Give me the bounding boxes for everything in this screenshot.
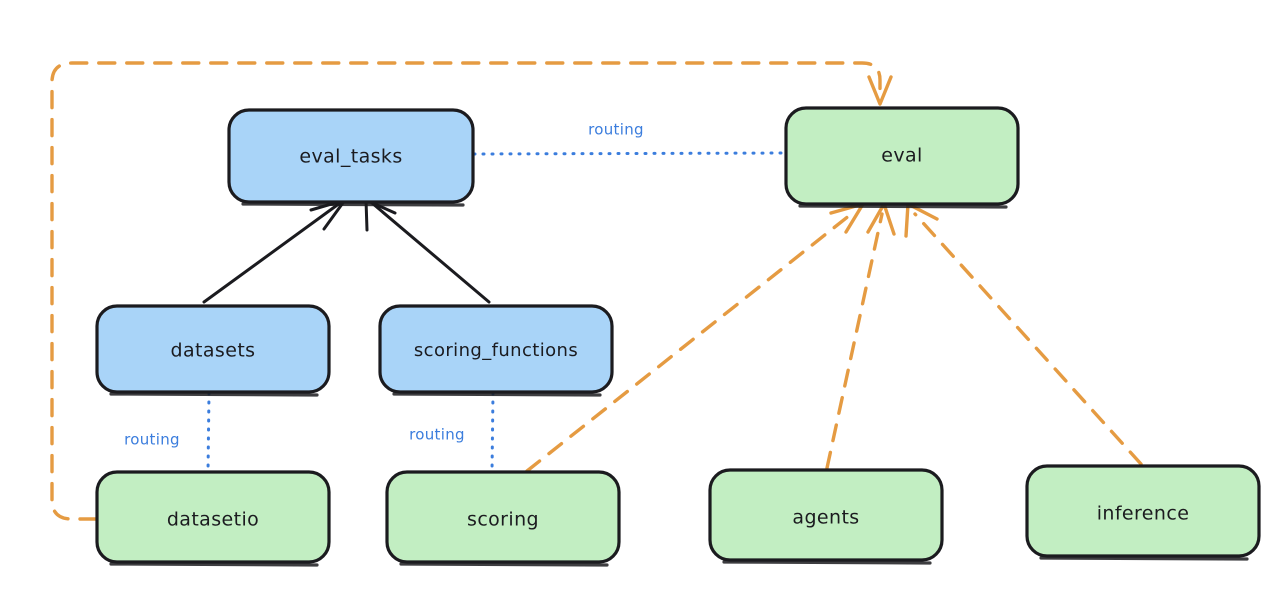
node-eval-tasks[interactable]: eval_tasks bbox=[227, 108, 475, 207]
node-scoring-functions-box[interactable] bbox=[378, 304, 614, 394]
node-agents-shadow bbox=[722, 560, 932, 565]
node-agents[interactable]: agents bbox=[708, 468, 944, 565]
node-eval-tasks-box[interactable] bbox=[227, 108, 475, 204]
edge-datasetio-eval-line bbox=[50, 61, 882, 521]
node-datasetio-box[interactable] bbox=[95, 470, 331, 564]
node-eval-label: eval bbox=[881, 145, 922, 167]
node-eval-tasks-shadow bbox=[241, 202, 465, 207]
edge-datasetio-eval-arrowhead bbox=[867, 75, 893, 106]
node-inference-box[interactable] bbox=[1025, 464, 1261, 558]
node-inference[interactable]: inference bbox=[1025, 464, 1261, 561]
node-scoring-label: scoring bbox=[467, 509, 539, 531]
node-agents-box[interactable] bbox=[708, 468, 944, 562]
node-agents-label: agents bbox=[792, 507, 859, 529]
node-eval-box[interactable] bbox=[784, 106, 1020, 206]
edge-label-routing-eval-tasks: routing bbox=[588, 121, 644, 139]
edge-scoring-functions-eval-tasks bbox=[364, 198, 491, 304]
node-inference-shadow bbox=[1039, 556, 1249, 561]
edge-datasets-datasetio-line bbox=[206, 391, 211, 474]
node-datasets-box[interactable] bbox=[95, 304, 331, 394]
node-datasetio-shadow bbox=[109, 562, 319, 567]
edge-scoring-functions-eval-tasks-line bbox=[370, 201, 491, 304]
edge-datasets-datasetio: routing bbox=[124, 391, 211, 474]
edge-scoring-functions-scoring: routing bbox=[409, 391, 495, 474]
node-scoring-functions-shadow bbox=[392, 392, 602, 397]
edge-agents-eval-line bbox=[825, 212, 884, 470]
edge-eval-tasks-eval-line bbox=[472, 151, 788, 156]
node-datasets-shadow bbox=[109, 392, 319, 397]
edge-inference-eval bbox=[904, 202, 1143, 466]
edge-scoring-eval-line bbox=[525, 213, 852, 473]
edge-scoring-functions-scoring-line bbox=[490, 391, 495, 474]
node-datasetio[interactable]: datasetio bbox=[95, 470, 331, 567]
node-eval-tasks-label: eval_tasks bbox=[299, 146, 402, 168]
node-scoring[interactable]: scoring bbox=[385, 470, 621, 567]
edge-agents-eval bbox=[825, 202, 896, 470]
edge-datasetio-eval bbox=[50, 61, 893, 521]
node-datasets[interactable]: datasets bbox=[95, 304, 331, 397]
node-scoring-functions-label: scoring_functions bbox=[414, 340, 578, 361]
node-scoring-functions[interactable]: scoring_functions bbox=[378, 304, 614, 397]
node-scoring-box[interactable] bbox=[385, 470, 621, 564]
edge-label-routing-datasets: routing bbox=[124, 431, 180, 449]
node-eval-shadow bbox=[798, 204, 1008, 209]
node-datasets-label: datasets bbox=[171, 340, 256, 362]
edge-datasets-eval-tasks bbox=[202, 198, 347, 304]
node-eval[interactable]: eval bbox=[784, 106, 1020, 209]
node-datasetio-label: datasetio bbox=[167, 509, 259, 531]
edge-eval-tasks-eval: routing bbox=[472, 121, 788, 156]
edge-inference-eval-line bbox=[913, 212, 1143, 466]
node-scoring-shadow bbox=[399, 562, 609, 567]
node-inference-label: inference bbox=[1097, 503, 1190, 525]
edge-label-routing-scoring-functions: routing bbox=[409, 426, 465, 444]
edge-datasets-eval-tasks-line bbox=[202, 201, 342, 304]
